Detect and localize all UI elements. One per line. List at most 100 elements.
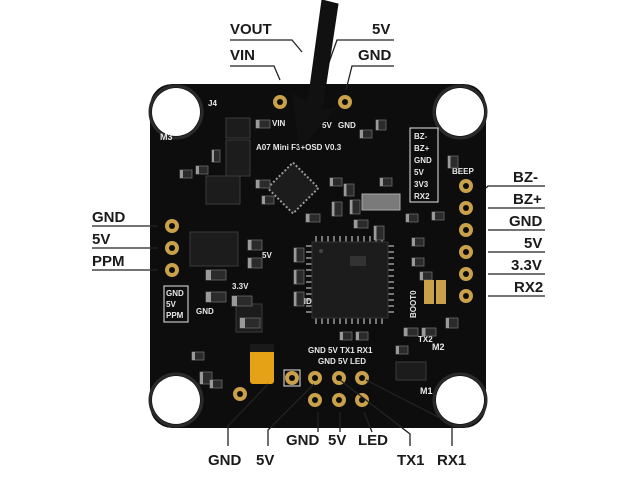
pad-hole <box>463 227 469 233</box>
pad-hole <box>463 205 469 211</box>
silk-m2: M2 <box>432 342 445 352</box>
silk-gnd-left: GND <box>196 307 214 316</box>
pad-hole <box>359 375 365 381</box>
smd-terminal <box>356 332 359 340</box>
label-gnd-bottom-outer: GND <box>208 452 242 469</box>
silk-5v-right: 5V <box>414 168 424 177</box>
smd-terminal <box>380 178 383 186</box>
smd-terminal <box>206 270 211 280</box>
pad-hole <box>237 391 243 397</box>
smd-terminal <box>396 346 399 354</box>
smd-terminal <box>232 296 237 306</box>
silk-j4: J4 <box>208 99 217 108</box>
label-rx2-right: RX2 <box>514 279 543 296</box>
smd-terminal <box>422 328 426 336</box>
label-5v-right: 5V <box>524 235 542 252</box>
mcu-chip <box>306 236 394 324</box>
smd-terminal <box>330 178 333 186</box>
boot-pad-1 <box>424 280 434 304</box>
label-bz-minus: BZ- <box>513 169 538 186</box>
smd-terminal <box>210 380 213 388</box>
silk-5v-reg: 5V <box>262 251 272 260</box>
smd-terminal <box>420 272 423 280</box>
label-5v-bottom-outer: 5V <box>256 452 274 469</box>
silk-m1: M1 <box>420 386 433 396</box>
label-gnd-right: GND <box>509 213 543 230</box>
smd-terminal <box>180 170 183 178</box>
smd-terminal <box>332 202 335 216</box>
smd-terminal <box>262 196 265 204</box>
pad-hole <box>169 245 175 251</box>
smd-terminal <box>446 318 449 328</box>
silk-vin: VIN <box>272 119 286 128</box>
smd-terminal <box>360 130 363 138</box>
pad-hole <box>169 223 175 229</box>
smd-terminal <box>294 270 297 284</box>
smd-terminal <box>340 332 343 340</box>
smd-terminal <box>306 214 310 222</box>
silk-board-name: A07 Mini F3+OSD V0.3 <box>256 143 342 152</box>
smd-terminal <box>404 328 408 336</box>
label-ppm-left: PPM <box>92 253 125 270</box>
silk-bottom-row1: GND 5V TX1 RX1 <box>308 346 373 355</box>
pad-hole <box>336 397 342 403</box>
smd-terminal <box>374 226 377 240</box>
pad-hole <box>342 99 348 105</box>
silk-right-box <box>409 127 439 203</box>
pad-hole <box>312 375 318 381</box>
silk-left-5v: 5V <box>166 300 176 309</box>
smd-terminal <box>412 238 415 246</box>
smd-components <box>179 119 459 389</box>
label-gnd-left: GND <box>92 209 126 226</box>
label-gnd-top: GND <box>358 47 392 64</box>
square-pad-marker <box>283 369 301 387</box>
smd-terminal <box>344 184 347 196</box>
smd-terminal <box>248 240 252 250</box>
pad-hole <box>463 271 469 277</box>
pad-hole <box>463 249 469 255</box>
pad-hole <box>463 293 469 299</box>
silk-bottom-row2: GND 5V LED <box>318 357 366 366</box>
boot-pad-2 <box>436 280 446 304</box>
pad-hole <box>463 183 469 189</box>
smd-terminal <box>240 318 245 328</box>
smd-terminal <box>196 166 199 174</box>
pad-hole <box>312 397 318 403</box>
silk-gnd-top: GND <box>338 121 356 130</box>
silk-tx2: TX2 <box>418 335 433 344</box>
label-tx1-bottom: TX1 <box>397 452 425 469</box>
pointer-arrow <box>291 0 339 150</box>
mounting-holes <box>148 84 488 428</box>
silk-rx2-right: RX2 <box>414 192 430 201</box>
silk-3v3-right: 3V3 <box>414 180 429 189</box>
silk-left-ppm: PPM <box>166 311 184 320</box>
label-led-bottom: LED <box>358 432 388 449</box>
label-gnd-bottom-inner: GND <box>286 432 320 449</box>
silk-m3: M3 <box>160 132 173 142</box>
pad-hole <box>336 375 342 381</box>
smd-terminal <box>412 258 415 266</box>
pad-hole <box>277 99 283 105</box>
label-bz-plus: BZ+ <box>513 191 542 208</box>
silk-gnd-right: GND <box>414 156 432 165</box>
silk-bz-plus: BZ+ <box>414 144 430 153</box>
silk-3v3: 3.3V <box>232 282 249 291</box>
pad-hole <box>289 375 295 381</box>
label-5v-left: 5V <box>92 231 110 248</box>
label-rx1-bottom: RX1 <box>437 452 466 469</box>
pad-hole <box>169 267 175 273</box>
smd-terminal <box>376 120 379 130</box>
label-3v3-right: 3.3V <box>511 257 542 274</box>
silk-5v-top: 5V <box>322 121 332 130</box>
smd-terminal <box>448 156 451 168</box>
smd-terminal <box>350 200 353 214</box>
smd-terminal <box>294 248 297 262</box>
smd-terminal <box>432 212 435 220</box>
crystal <box>361 193 401 211</box>
label-vin: VIN <box>230 47 255 64</box>
smd-terminal <box>248 258 252 268</box>
label-5v-top: 5V <box>372 21 390 38</box>
smd-terminal <box>192 352 195 360</box>
silk-beep: BEEP <box>452 167 474 176</box>
